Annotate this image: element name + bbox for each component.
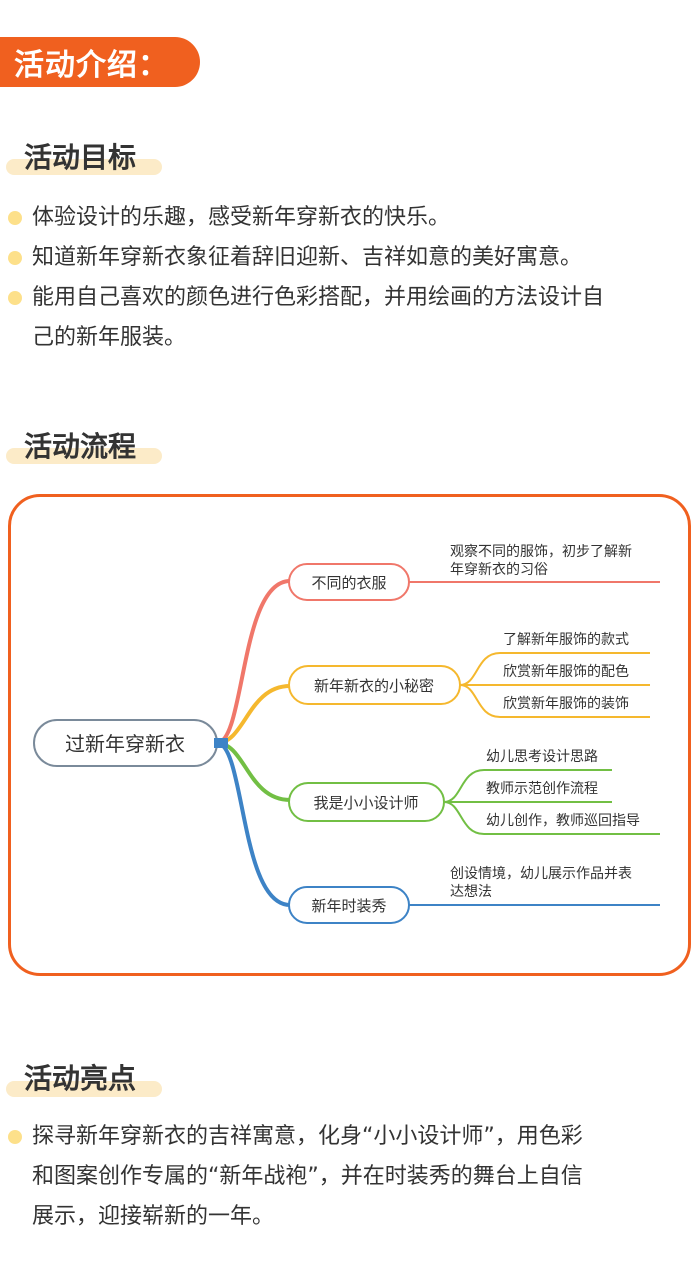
branch-label-4: 新年时装秀 [311,897,386,915]
leaf-line-3c [443,801,660,835]
title-highlight [6,1081,162,1097]
branch-label-1: 不同的衣服 [311,574,386,592]
highlights-list: 探寻新年穿新衣的吉祥寓意，化身“小小设计师”，用色彩 和图案创作专属的“新年战袍… [8,1117,698,1237]
bullet-dot-icon [8,211,22,225]
root-label: 过新年穿新衣 [65,732,185,756]
leaf-text: 幼儿思考设计思路 [486,749,598,765]
goal-item: 知道新年穿新衣象征着辞旧迎新、吉祥如意的美好寓意。 [8,238,698,278]
leaf-line-3a [443,769,612,803]
leaf-line-2c [459,684,650,718]
title-highlight [6,448,162,464]
goals-title: 活动目标 [24,141,137,174]
root-connector-joint [214,738,228,748]
leaf-text: 欣赏新年服饰的配色 [503,663,629,680]
goal-item: 能用自己喜欢的颜色进行色彩搭配，并用绘画的方法设计自 [8,278,698,318]
leaf-text: 观察不同的服饰，初步了解新 [450,543,632,560]
leaf-text: 年穿新衣的习俗 [450,562,548,578]
leaf-text: 欣赏新年服饰的装饰 [503,696,629,712]
highlight-item-continued: 和图案创作专属的“新年战袍”，并在时装秀的舞台上自信 [32,1164,583,1189]
branch-connector-4 [216,741,291,907]
leaf-text: 达想法 [450,884,492,900]
bullet-dot-icon [8,1130,22,1144]
title-highlight [6,159,162,175]
process-title: 活动流程 [24,430,137,463]
branch-label-2: 新年新衣的小秘密 [314,677,434,695]
goal-item-continued: 己的新年服装。 [32,325,187,350]
leaf-text: 创设情境，幼儿展示作品并表 [450,866,632,882]
goal-item: 体验设计的乐趣，感受新年穿新衣的快乐。 [8,198,698,238]
leaf-text: 了解新年服饰的款式 [503,632,629,648]
activity-intro-badge: 活动介绍： [0,37,200,87]
highlight-item: 探寻新年穿新衣的吉祥寓意，化身“小小设计师”，用色彩 [8,1117,698,1157]
mind-map-frame [8,494,691,976]
bullet-dot-icon [8,251,22,265]
highlights-title: 活动亮点 [24,1062,137,1095]
bullet-dot-icon [8,291,22,305]
goals-list: 体验设计的乐趣，感受新年穿新衣的快乐。 知道新年穿新衣象征着辞旧迎新、吉祥如意的… [8,198,698,358]
highlight-item-continued: 展示，迎接崭新的一年。 [32,1204,275,1229]
branch-connector-1 [216,579,291,745]
leaf-text: 幼儿创作，教师巡回指导 [486,813,640,829]
leaf-line-2a [459,652,650,686]
leaf-text: 教师示范创作流程 [486,780,598,797]
branch-label-3: 我是小小设计师 [313,794,418,812]
